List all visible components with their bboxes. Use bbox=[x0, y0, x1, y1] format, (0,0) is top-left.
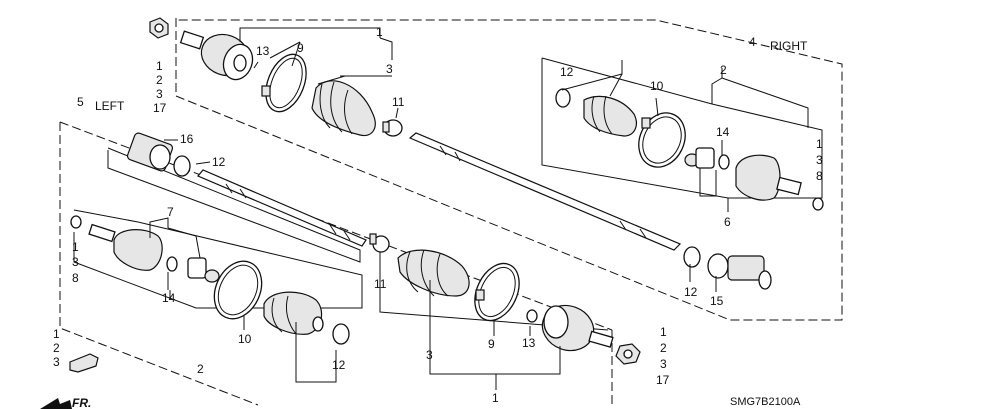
callout-12-right-low: 12 bbox=[684, 285, 698, 299]
callout-14-right: 14 bbox=[716, 125, 730, 139]
callout-12-left-low: 12 bbox=[332, 358, 346, 372]
left-hub-joint bbox=[126, 132, 174, 172]
stack-top-left-0: 1 bbox=[156, 59, 163, 73]
stack-top-left-2: 3 bbox=[156, 87, 163, 101]
clip-part bbox=[69, 353, 99, 373]
stack-bottom-left-1: 2 bbox=[53, 341, 60, 355]
stack-bottom-right-1: 2 bbox=[660, 341, 667, 355]
stack-top-left-3: 17 bbox=[153, 101, 167, 115]
callout-13-top: 13 bbox=[256, 44, 270, 58]
callout-14-left: 14 bbox=[162, 291, 176, 305]
left-hub-box bbox=[107, 147, 361, 263]
right-inner-band-large bbox=[638, 112, 686, 168]
stack-left-inner-1: 3 bbox=[72, 255, 79, 269]
left-inner-joint-box bbox=[73, 209, 363, 309]
left-outer-cv-joint bbox=[541, 304, 614, 352]
stack-bottom-right-2: 3 bbox=[660, 357, 667, 371]
right-spider bbox=[684, 147, 715, 169]
left-inner-boot bbox=[263, 291, 324, 335]
left-spider bbox=[187, 257, 220, 283]
callout-9-bottom: 9 bbox=[488, 337, 495, 351]
callout-10-right: 10 bbox=[650, 79, 664, 93]
right-inner-boot bbox=[583, 95, 637, 137]
leader-lines bbox=[149, 27, 809, 390]
stack-bottom-left-2: 3 bbox=[53, 355, 60, 369]
callout-16: 16 bbox=[180, 132, 194, 146]
left-label: LEFT bbox=[95, 99, 125, 113]
right-shaft bbox=[408, 132, 682, 251]
stack-bottom-right-0: 1 bbox=[660, 325, 667, 339]
left-circlip-13 bbox=[526, 309, 538, 323]
left-inner-band-small bbox=[332, 323, 350, 345]
callout-12-right: 12 bbox=[560, 65, 574, 79]
callout-11-top: 11 bbox=[392, 95, 405, 109]
right-outer-boot-band bbox=[261, 53, 307, 113]
right-shaft-frame bbox=[175, 18, 843, 321]
right-outer-cv-joint bbox=[179, 30, 254, 81]
callout-6: 6 bbox=[724, 215, 731, 229]
right-boot-band-small bbox=[382, 119, 403, 137]
callout-7: 7 bbox=[167, 205, 174, 219]
stack-right-outer-2: 8 bbox=[816, 169, 823, 183]
left-boot-band-top bbox=[173, 155, 191, 177]
stack-bottom-right-3: 17 bbox=[656, 373, 670, 387]
callout-4: 4 bbox=[749, 35, 756, 49]
front-label: FR. bbox=[72, 396, 91, 409]
left-hub-nut bbox=[615, 343, 641, 365]
right-inner-joint bbox=[735, 154, 824, 211]
callout-10-left: 10 bbox=[238, 332, 252, 346]
right-boot-band-lower bbox=[683, 246, 701, 268]
left-inner-band-large bbox=[213, 260, 263, 320]
right-outer-boot bbox=[311, 80, 376, 137]
left-shaft bbox=[197, 169, 367, 247]
right-label: RIGHT bbox=[770, 39, 808, 53]
left-circlip-14 bbox=[166, 256, 178, 272]
stack-left-inner-2: 8 bbox=[72, 271, 79, 285]
stack-bottom-left-0: 1 bbox=[53, 327, 60, 341]
right-hub-nut bbox=[149, 17, 169, 39]
callout-1-bottom: 1 bbox=[492, 391, 499, 405]
callout-3-top: 3 bbox=[386, 62, 393, 76]
drawing-code: SMG7B2100A bbox=[730, 396, 801, 408]
stack-top-left-1: 2 bbox=[156, 73, 163, 87]
stack-right-outer-0: 1 bbox=[816, 137, 823, 151]
callout-5: 5 bbox=[77, 95, 84, 109]
right-circlip bbox=[718, 154, 730, 170]
left-outer-boot bbox=[397, 249, 470, 297]
left-boot-band-mid bbox=[369, 233, 390, 253]
callout-12-left-top: 12 bbox=[212, 155, 226, 169]
callouts: 1 3 9 13 11 4 2 12 10 14 6 12 15 5 16 12… bbox=[53, 25, 823, 405]
callout-1-top: 1 bbox=[376, 25, 383, 39]
callout-9-top: 9 bbox=[297, 41, 304, 55]
left-inner-joint bbox=[88, 223, 163, 271]
stack-left-inner-0: 1 bbox=[72, 240, 79, 254]
left-outer-band bbox=[474, 262, 520, 322]
stack-right-outer-1: 3 bbox=[816, 153, 823, 167]
callout-2-left: 2 bbox=[197, 362, 204, 376]
callout-11-mid: 11 bbox=[374, 277, 387, 291]
callout-15: 15 bbox=[710, 294, 724, 308]
left-circlip bbox=[70, 215, 82, 229]
right-hub-joint bbox=[707, 253, 772, 290]
right-inner-boot-band bbox=[555, 88, 571, 108]
callout-3-bottom: 3 bbox=[426, 348, 433, 362]
front-arrow-icon bbox=[40, 398, 72, 409]
callout-13-bottom: 13 bbox=[522, 336, 536, 350]
callout-2-right: 2 bbox=[720, 63, 727, 77]
